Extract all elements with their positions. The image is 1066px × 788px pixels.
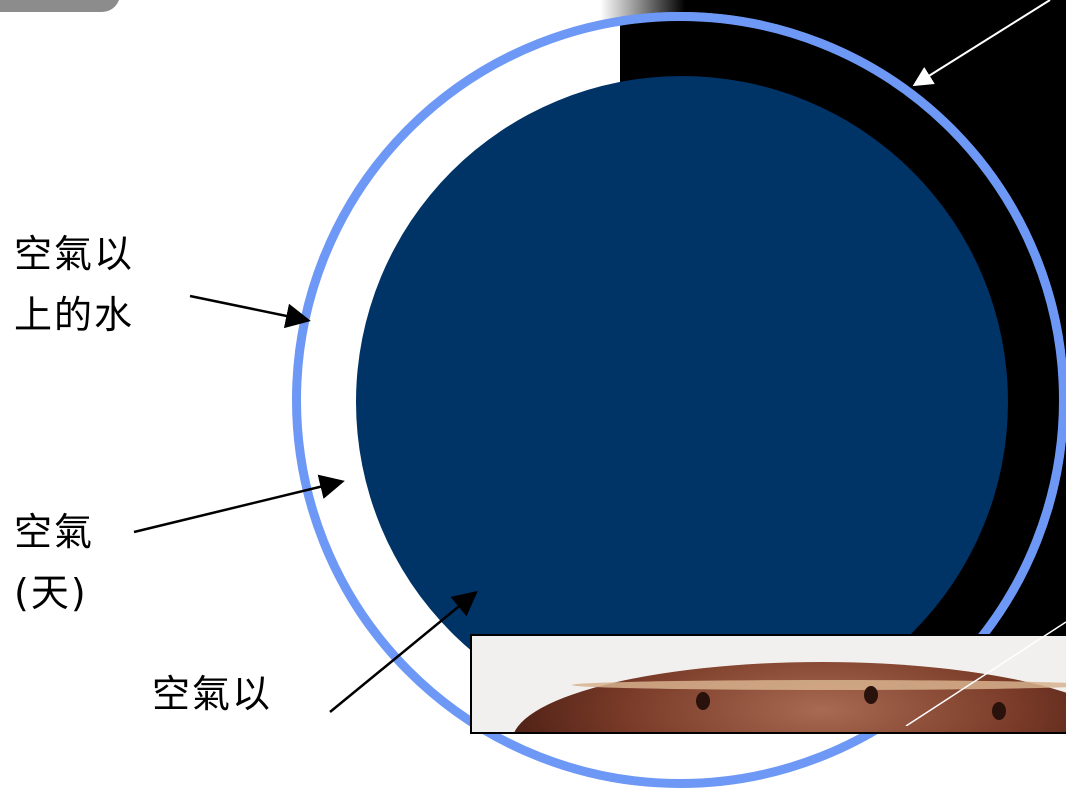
arrow-top-right	[912, 0, 1051, 87]
label-air: 空氣 (天)	[14, 502, 94, 624]
label-below-line1: 空氣以	[152, 672, 273, 716]
photo-shell-band	[572, 680, 1066, 690]
line-bottom-right	[905, 621, 1066, 726]
label-air-line1: 空氣	[14, 510, 95, 554]
arrow-water-above	[189, 294, 311, 329]
corner-tab	[0, 0, 120, 12]
label-below: 空氣以	[152, 664, 272, 725]
photo-spot	[992, 702, 1006, 720]
label-air-line2: (天)	[14, 570, 88, 615]
label-water-above-line1: 空氣以	[14, 232, 135, 276]
shell-photo	[470, 634, 1066, 734]
label-water-above: 空氣以 上的水	[14, 224, 134, 346]
arrows-layer	[133, 0, 1066, 726]
photo-spot	[696, 692, 710, 710]
earth-circle	[356, 76, 1008, 728]
label-water-above-line2: 上的水	[14, 292, 135, 337]
arrow-air	[133, 474, 345, 534]
photo-spot	[864, 686, 878, 704]
arrow-below	[329, 590, 478, 713]
